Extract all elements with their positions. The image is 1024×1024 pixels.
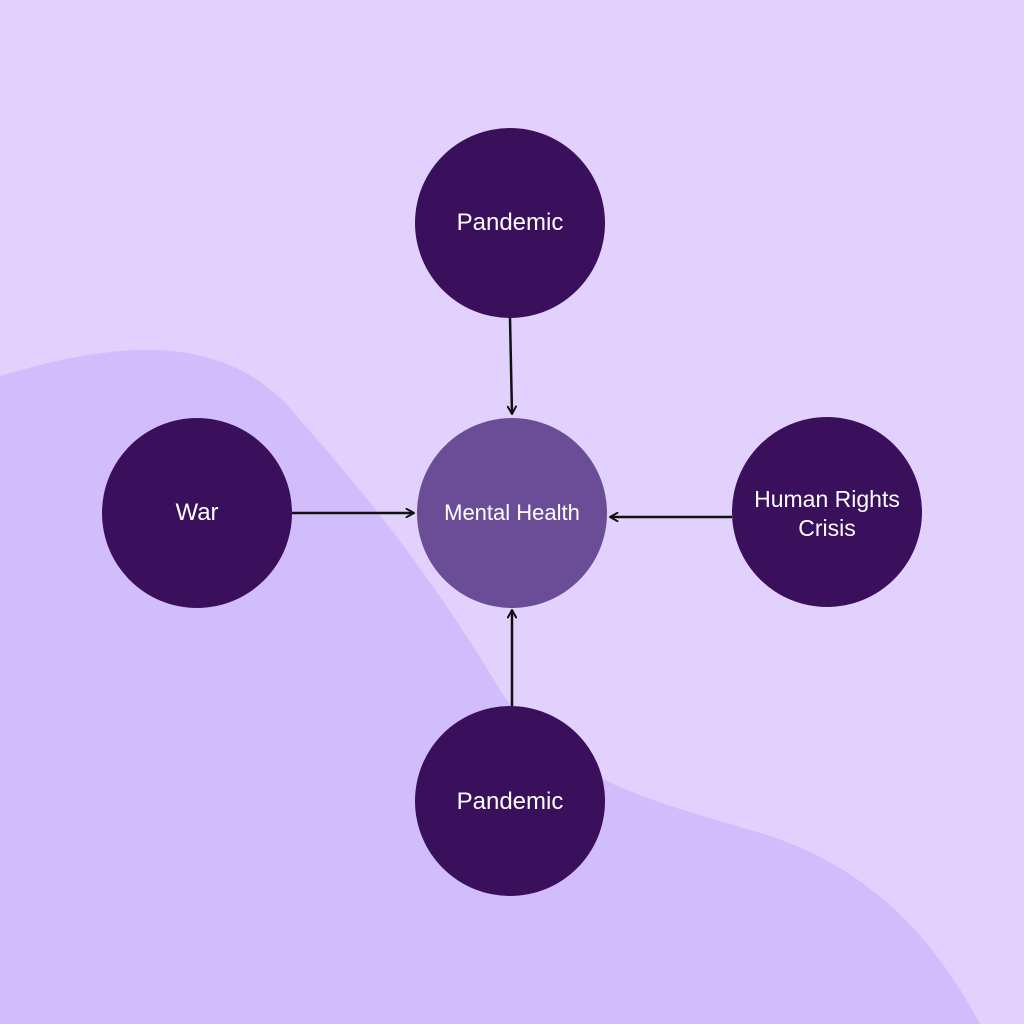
center-node-mental-health: Mental Health [417, 418, 607, 608]
factor-label-war: War [175, 499, 219, 526]
factor-node-human-rights-crisis: Human Rights Crisis [732, 417, 922, 607]
arrow-top-to-center [510, 317, 512, 414]
center-label-mental-health: Mental Health [444, 500, 580, 526]
factor-node-pandemic-top: Pandemic [415, 128, 605, 318]
factor-label-pandemic-bottom: Pandemic [456, 788, 564, 815]
factor-node-war: War [102, 418, 292, 608]
factor-label-human-rights-crisis: Human Rights Crisis [754, 486, 900, 541]
factor-label-pandemic-top: Pandemic [456, 209, 564, 236]
factor-node-pandemic-bottom: Pandemic [415, 706, 605, 896]
